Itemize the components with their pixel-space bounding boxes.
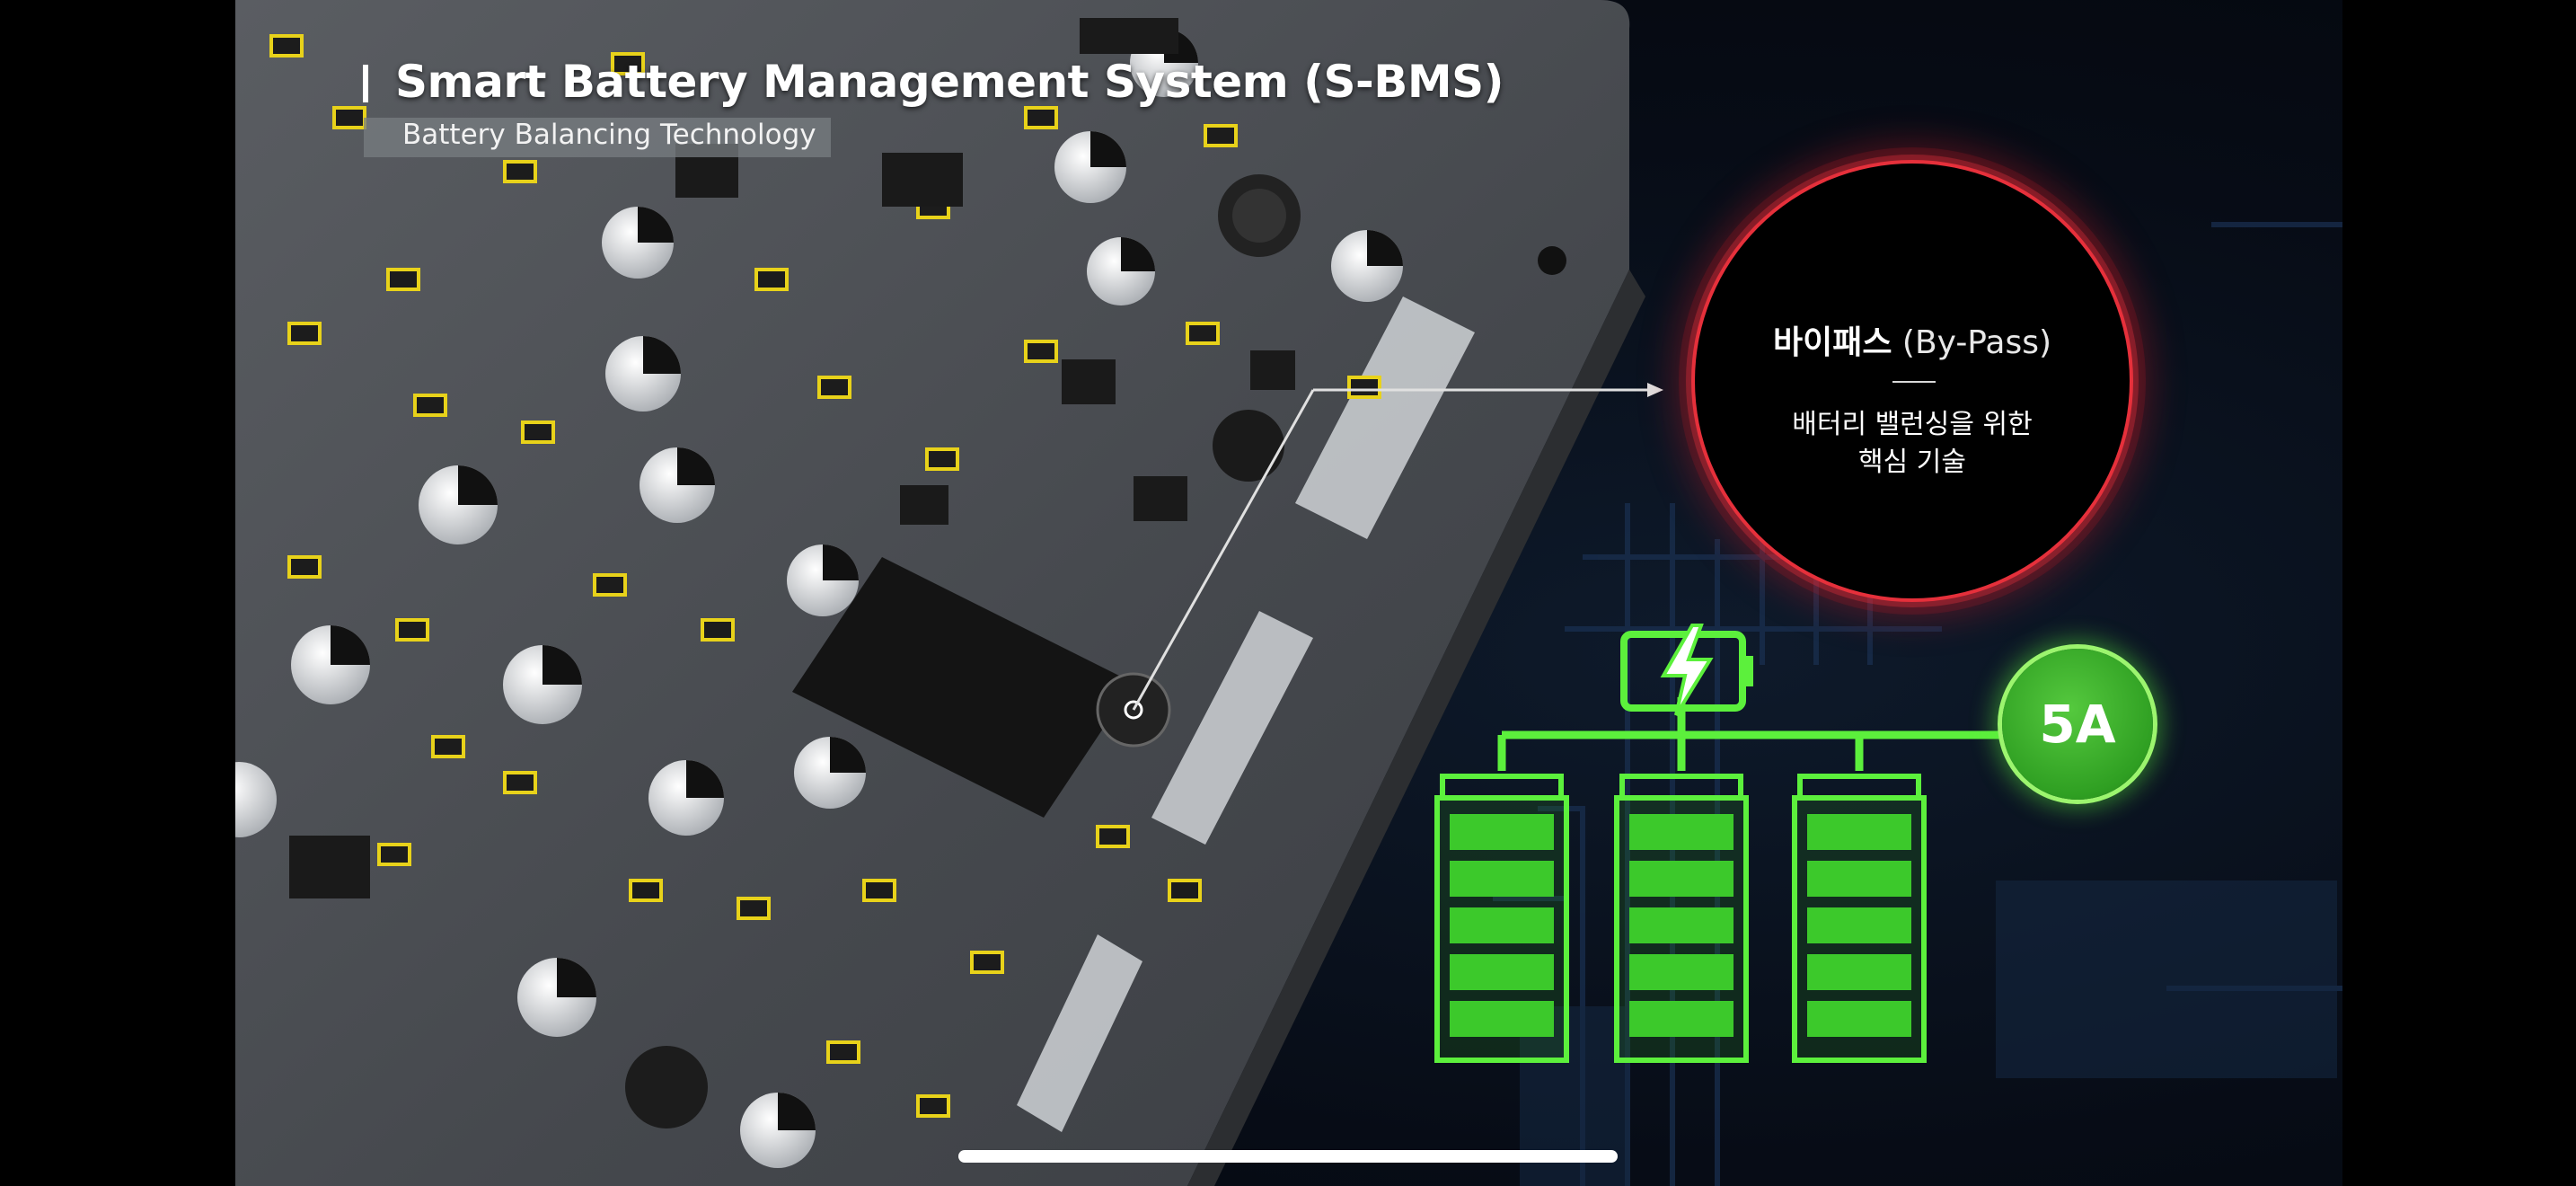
home-indicator[interactable] [958,1150,1618,1163]
bypass-divider [1892,381,1936,383]
video-frame[interactable]: Smart Battery Management System (S-BMS) … [235,0,2342,1186]
current-badge [2002,649,2153,800]
circuit-background [1493,222,2342,1186]
bypass-title: 바이패스 (By-Pass) [1695,316,2130,363]
battery-cell-3 [1792,774,1927,1063]
slide-title: Smart Battery Management System (S-BMS) [395,56,1504,108]
main-chip [792,557,1134,818]
battery-cells [1434,774,1927,1063]
current-badge-label: 5A [2039,694,2116,755]
battery-cell-2 [1614,774,1749,1063]
pcb-capacitors [235,29,1403,1168]
subtitle-background [364,118,831,157]
bypass-title-strong: 바이패스 [1772,324,1892,361]
battery-charging-icon [1620,624,1753,717]
bypass-description: 배터리 밸런싱을 위한 핵심 기술 [1695,406,2130,482]
pcb-connectors [1017,296,1475,1132]
battery-cell-1 [1434,774,1569,1063]
bypass-title-light: (By-Pass) [1901,324,2052,361]
pcb-board [235,0,2002,1186]
bypass-description-line2: 핵심 기술 [1858,447,1966,478]
bypass-description-line1: 배터리 밸런싱을 위한 [1792,409,2033,440]
title-marker [363,65,368,102]
current-branch-lines [1497,697,2002,771]
slide-subtitle: Battery Balancing Technology [402,119,816,151]
pcb-smd-components [269,34,1381,1118]
